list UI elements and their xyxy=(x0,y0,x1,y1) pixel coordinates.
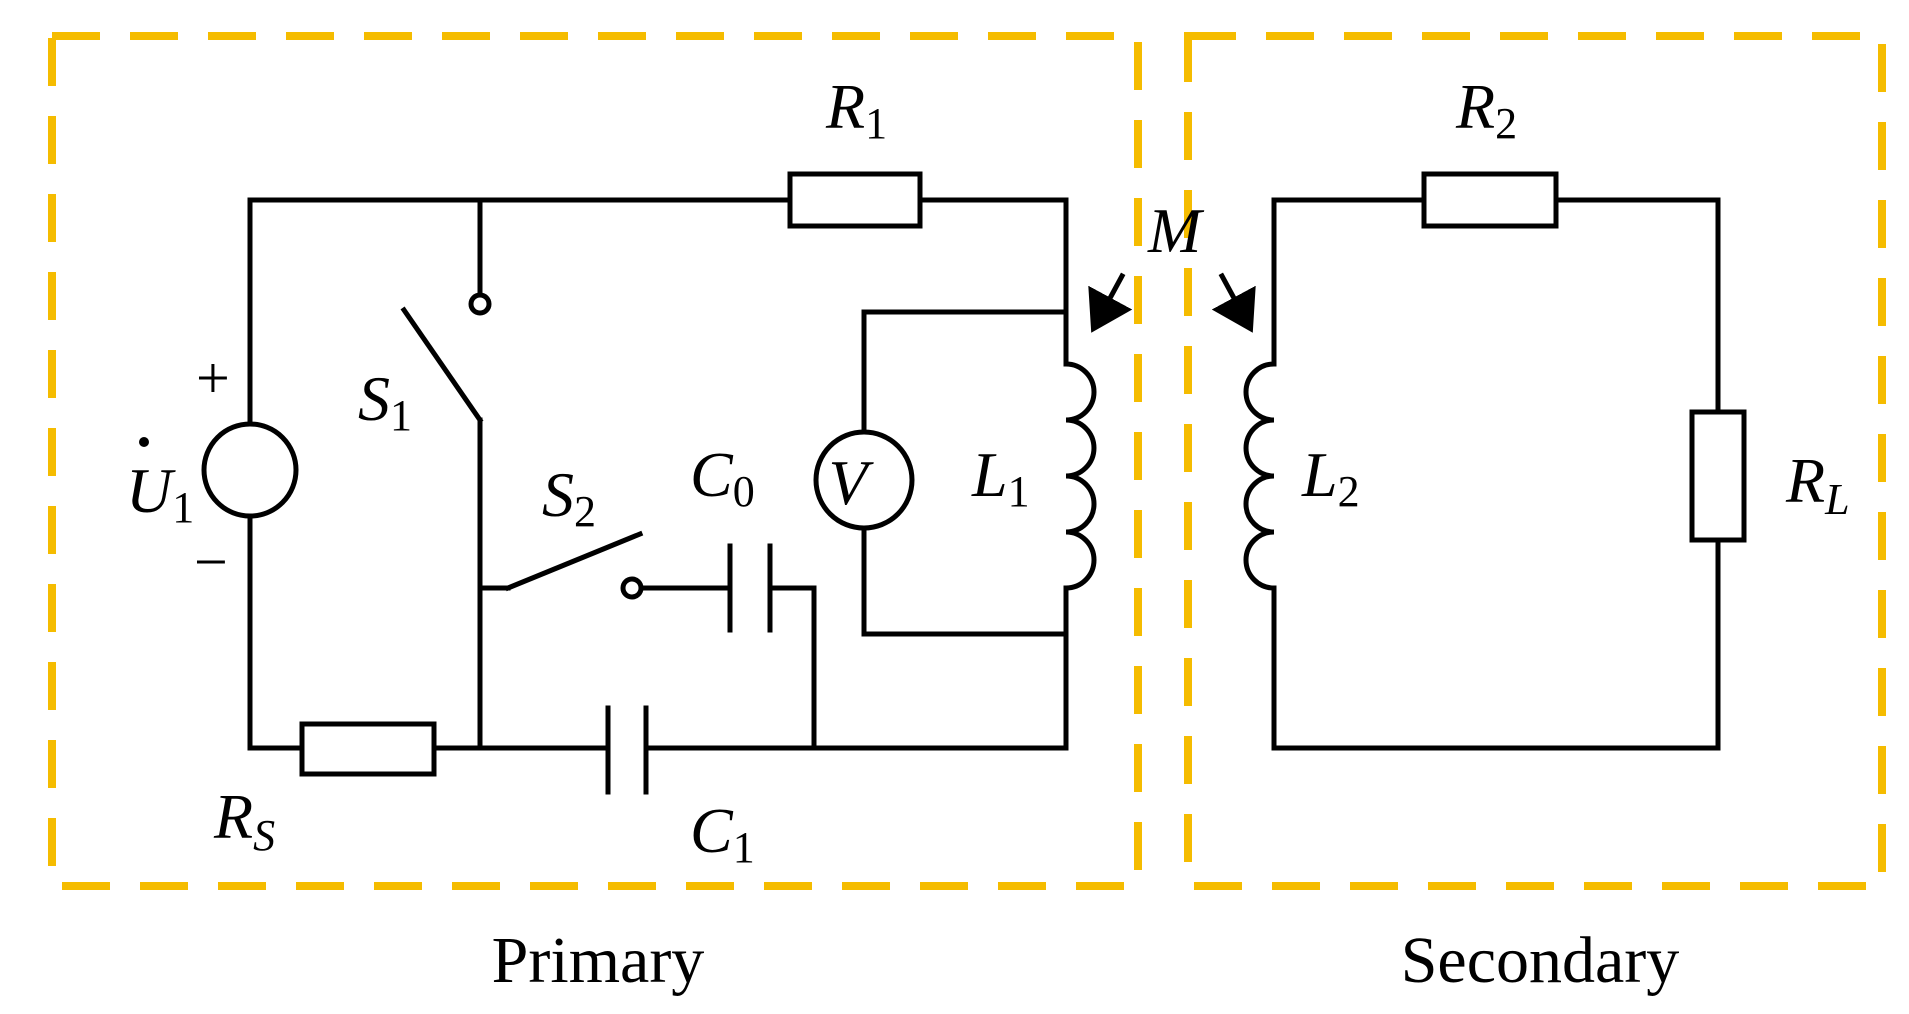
capacitor-c1 xyxy=(605,705,649,795)
voltmeter-label: V xyxy=(828,447,874,518)
capacitor-c0 xyxy=(727,543,773,633)
phasor-dot xyxy=(139,437,149,447)
minus-sign: − xyxy=(194,529,228,595)
label-c1: C1 xyxy=(690,795,755,872)
label-l2: L2 xyxy=(1301,439,1360,516)
switch-s1 xyxy=(400,292,492,424)
secondary-wiring xyxy=(1271,197,1721,751)
resistor-rl xyxy=(1689,409,1747,543)
resistor-r1 xyxy=(787,171,923,229)
label-c0: C0 xyxy=(690,439,755,516)
mutual-arrow-right xyxy=(1211,272,1256,333)
resistor-rs xyxy=(299,721,437,777)
primary-wiring xyxy=(247,197,1069,751)
label-r2: R2 xyxy=(1455,71,1517,148)
voltage-source xyxy=(201,421,299,519)
switch-s2 xyxy=(504,530,644,600)
inductor-l2 xyxy=(1243,361,1277,591)
label-u1: U1 xyxy=(126,455,194,532)
label-rs: RS xyxy=(213,781,275,860)
voltmeter xyxy=(813,429,915,531)
label-l1: L1 xyxy=(971,439,1030,516)
label-s2: S2 xyxy=(542,459,596,536)
plus-sign: + xyxy=(196,345,230,411)
secondary-caption: Secondary xyxy=(1401,924,1680,997)
label-rl: RL xyxy=(1785,445,1850,524)
secondary-zone-border xyxy=(1184,32,1886,890)
label-s1: S1 xyxy=(358,363,412,440)
mutual-arrow-left xyxy=(1088,272,1133,333)
primary-zone-border xyxy=(48,32,1142,890)
inductor-l1 xyxy=(1063,361,1097,591)
primary-caption: Primary xyxy=(492,924,705,997)
label-r1: R1 xyxy=(825,71,887,148)
label-m: M xyxy=(1147,195,1205,266)
resistor-r2 xyxy=(1421,171,1559,229)
